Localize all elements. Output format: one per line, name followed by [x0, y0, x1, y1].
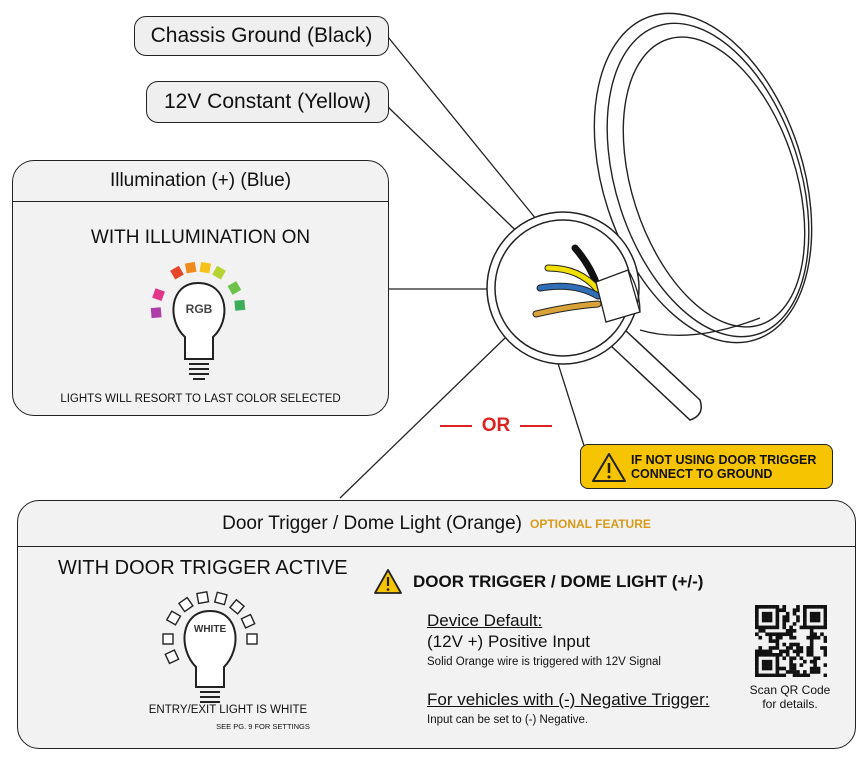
rgb-swatch	[184, 261, 197, 274]
chassis-ground-text: Chassis Ground (Black)	[150, 24, 373, 47]
rgb-swatch	[170, 265, 184, 280]
white-ray	[213, 591, 228, 606]
ring-light	[593, 12, 813, 344]
white-ray	[165, 610, 182, 626]
rgb-swatch	[234, 299, 246, 311]
door-trigger-title-text: Door Trigger / Dome Light (Orange)	[222, 512, 522, 534]
rgb-swatch	[199, 261, 212, 274]
white-ray	[162, 633, 174, 645]
wire-bundle	[532, 244, 641, 323]
qr-caption-line-1: Scan QR Code	[749, 683, 831, 697]
door-caption: ENTRY/EXIT LIGHT IS WHITE	[148, 704, 308, 716]
white-ray	[196, 591, 210, 605]
rgb-bulb-icon	[150, 261, 246, 380]
white-ray	[177, 596, 194, 613]
illumination-caption: LIGHTS WILL RESORT TO LAST COLOR SELECTE…	[60, 393, 341, 405]
door-trigger-title: Door Trigger / Dome Light (Orange) OPTIO…	[18, 501, 855, 547]
or-line-right	[520, 425, 553, 427]
white-ray	[246, 633, 258, 645]
illumination-heading: WITH ILLUMINATION ON	[90, 227, 311, 248]
qr-caption: Scan QR Code for details.	[737, 683, 843, 711]
warning-line-1: IF NOT USING DOOR TRIGGER	[631, 453, 817, 467]
rgb-swatch	[152, 288, 165, 302]
12v-constant-text: 12V Constant (Yellow)	[163, 90, 371, 113]
illumination-title-text: Illumination (+) (Blue)	[109, 170, 292, 191]
white-ray	[164, 649, 180, 665]
rgb-swatch	[227, 281, 242, 295]
or-separator: OR	[432, 414, 560, 438]
optional-feature-badge: OPTIONAL FEATURE	[530, 516, 651, 531]
door-section-title: DOOR TRIGGER / DOME LIGHT (+/-)	[413, 572, 704, 591]
door-trigger-panel: Door Trigger / Dome Light (Orange) OPTIO…	[17, 500, 856, 749]
white-ray	[228, 598, 246, 615]
chassis-ground-label: Chassis Ground (Black)	[134, 16, 389, 56]
device-default-heading: Device Default:	[427, 611, 543, 630]
door-subcaption: SEE PG. 9 FOR SETTINGS	[216, 722, 310, 731]
rgb-swatch	[150, 307, 162, 319]
qr-code[interactable]	[755, 605, 827, 677]
white-bulb-label: WHITE	[193, 624, 227, 635]
warning-icon	[592, 453, 626, 482]
illumination-panel: Illumination (+) (Blue) WITH ILLUMINATIO…	[12, 160, 389, 416]
negative-trigger-note: Input can be set to (-) Negative.	[427, 714, 589, 726]
qr-caption-line-2: for details.	[762, 697, 818, 711]
warning-line-2: CONNECT TO GROUND	[631, 467, 773, 481]
leader-door-trigger	[339, 337, 506, 499]
negative-trigger-heading: For vehicles with (-) Negative Trigger:	[427, 690, 710, 709]
magnifier	[486, 211, 702, 421]
12v-constant-label: 12V Constant (Yellow)	[146, 81, 389, 123]
white-ray	[240, 613, 256, 629]
leader-12v-constant	[387, 106, 537, 251]
device-default-note: Solid Orange wire is triggered with 12V …	[427, 656, 661, 668]
warning-icon-small	[374, 569, 402, 594]
door-heading: WITH DOOR TRIGGER ACTIVE	[58, 557, 348, 579]
door-trigger-warning: IF NOT USING DOOR TRIGGER CONNECT TO GRO…	[580, 444, 833, 489]
white-bulb-icon	[162, 591, 258, 703]
device-default-value: (12V +) Positive Input	[427, 632, 591, 651]
or-text: OR	[481, 415, 511, 436]
leader-chassis-ground	[387, 36, 546, 231]
or-line-left	[439, 425, 472, 427]
rgb-bulb-label: RGB	[185, 302, 213, 316]
rgb-swatch	[212, 265, 226, 280]
illumination-title: Illumination (+) (Blue)	[13, 161, 388, 202]
